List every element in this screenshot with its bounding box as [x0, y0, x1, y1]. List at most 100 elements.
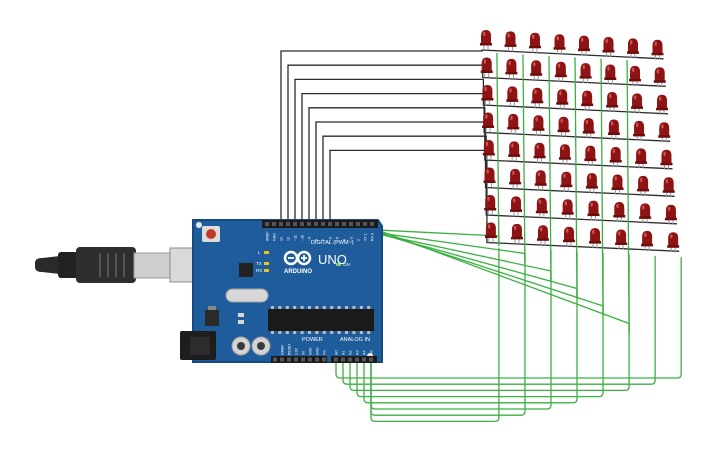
- digital-pin-hole[interactable]: [349, 222, 353, 226]
- column-wire[interactable]: [371, 227, 630, 334]
- power-pin-hole[interactable]: [315, 357, 319, 362]
- power-pin-hole[interactable]: [322, 357, 326, 362]
- led[interactable]: [587, 200, 600, 221]
- analog-pin-hole[interactable]: [362, 357, 366, 362]
- led[interactable]: [613, 202, 626, 222]
- led[interactable]: [510, 223, 523, 244]
- led[interactable]: [604, 64, 617, 85]
- digital-pin-hole[interactable]: [272, 222, 276, 226]
- power-pin-hole[interactable]: [308, 357, 312, 362]
- led[interactable]: [653, 67, 666, 88]
- led[interactable]: [531, 87, 544, 108]
- led[interactable]: [482, 112, 495, 133]
- led[interactable]: [658, 122, 671, 143]
- digital-pin-hole[interactable]: [265, 222, 269, 226]
- led[interactable]: [534, 170, 547, 191]
- led[interactable]: [558, 144, 571, 165]
- led[interactable]: [664, 204, 677, 225]
- led[interactable]: [584, 145, 597, 166]
- led[interactable]: [505, 58, 518, 79]
- led[interactable]: [507, 113, 520, 134]
- digital-pin-hole[interactable]: [314, 222, 318, 226]
- led[interactable]: [582, 118, 595, 139]
- led[interactable]: [484, 195, 497, 215]
- led[interactable]: [530, 60, 543, 81]
- column-wire-riser[interactable]: [496, 52, 500, 247]
- led[interactable]: [606, 92, 619, 112]
- led[interactable]: [508, 141, 521, 162]
- digital-pin-hole[interactable]: [293, 222, 297, 226]
- column-wire-return[interactable]: [349, 254, 630, 392]
- led[interactable]: [510, 196, 523, 217]
- led[interactable]: [481, 85, 494, 105]
- digital-pin-hole[interactable]: [356, 222, 360, 226]
- led[interactable]: [609, 147, 622, 167]
- led[interactable]: [536, 225, 549, 246]
- column-wire-return[interactable]: [370, 247, 500, 423]
- analog-pin-hole[interactable]: [355, 357, 359, 362]
- led[interactable]: [554, 61, 567, 82]
- digital-pin-hole[interactable]: [321, 222, 325, 226]
- led[interactable]: [506, 86, 519, 107]
- analog-pin-hole[interactable]: [334, 357, 338, 362]
- column-wire-riser[interactable]: [522, 54, 526, 264]
- led[interactable]: [480, 57, 493, 78]
- digital-pin-hole[interactable]: [307, 222, 311, 226]
- column-wire-return[interactable]: [363, 251, 578, 404]
- led[interactable]: [607, 119, 620, 140]
- led[interactable]: [631, 93, 644, 114]
- led[interactable]: [482, 140, 495, 160]
- column-wire[interactable]: [335, 257, 682, 379]
- led[interactable]: [589, 228, 602, 249]
- led[interactable]: [535, 197, 548, 218]
- led[interactable]: [655, 94, 668, 115]
- led[interactable]: [509, 168, 522, 189]
- analog-pin-hole[interactable]: [341, 357, 345, 362]
- led[interactable]: [635, 148, 648, 169]
- digital-pin-hole[interactable]: [342, 222, 346, 226]
- led[interactable]: [602, 37, 615, 57]
- reset-button-cap[interactable]: [206, 229, 216, 239]
- led[interactable]: [533, 142, 546, 163]
- led[interactable]: [483, 167, 496, 188]
- digital-pin-hole[interactable]: [370, 222, 374, 226]
- led[interactable]: [578, 35, 590, 56]
- row-wire[interactable]: [280, 49, 664, 224]
- digital-pin-hole[interactable]: [300, 222, 304, 226]
- digital-pin-hole[interactable]: [279, 222, 283, 226]
- digital-pin-hole[interactable]: [363, 222, 367, 226]
- led[interactable]: [641, 230, 654, 251]
- digital-pin-hole[interactable]: [328, 222, 332, 226]
- row-wire[interactable]: [308, 107, 673, 224]
- led[interactable]: [553, 34, 566, 55]
- column-wire-return[interactable]: [356, 253, 604, 398]
- led[interactable]: [662, 177, 675, 198]
- digital-pin-hole[interactable]: [335, 222, 339, 226]
- led[interactable]: [563, 226, 576, 247]
- led[interactable]: [615, 229, 628, 250]
- led[interactable]: [560, 171, 573, 192]
- digital-pin-hole[interactable]: [286, 222, 290, 226]
- column-wire-riser[interactable]: [548, 55, 552, 282]
- analog-pin-hole[interactable]: [348, 357, 352, 362]
- led[interactable]: [529, 32, 541, 53]
- power-pin-hole[interactable]: [294, 357, 298, 362]
- led[interactable]: [581, 90, 594, 111]
- power-pin-hole[interactable]: [280, 357, 284, 362]
- usb-cable[interactable]: [35, 247, 197, 283]
- led[interactable]: [629, 65, 642, 86]
- power-pin-hole[interactable]: [273, 357, 277, 362]
- led[interactable]: [504, 31, 517, 52]
- led[interactable]: [633, 120, 646, 141]
- led[interactable]: [660, 149, 673, 170]
- led[interactable]: [484, 222, 497, 243]
- led[interactable]: [639, 203, 652, 224]
- led[interactable]: [585, 173, 598, 194]
- row-wire[interactable]: [294, 78, 669, 224]
- led[interactable]: [579, 63, 592, 84]
- row-wire[interactable]: [287, 64, 666, 224]
- led[interactable]: [480, 30, 492, 50]
- led[interactable]: [557, 116, 570, 137]
- led[interactable]: [627, 38, 639, 59]
